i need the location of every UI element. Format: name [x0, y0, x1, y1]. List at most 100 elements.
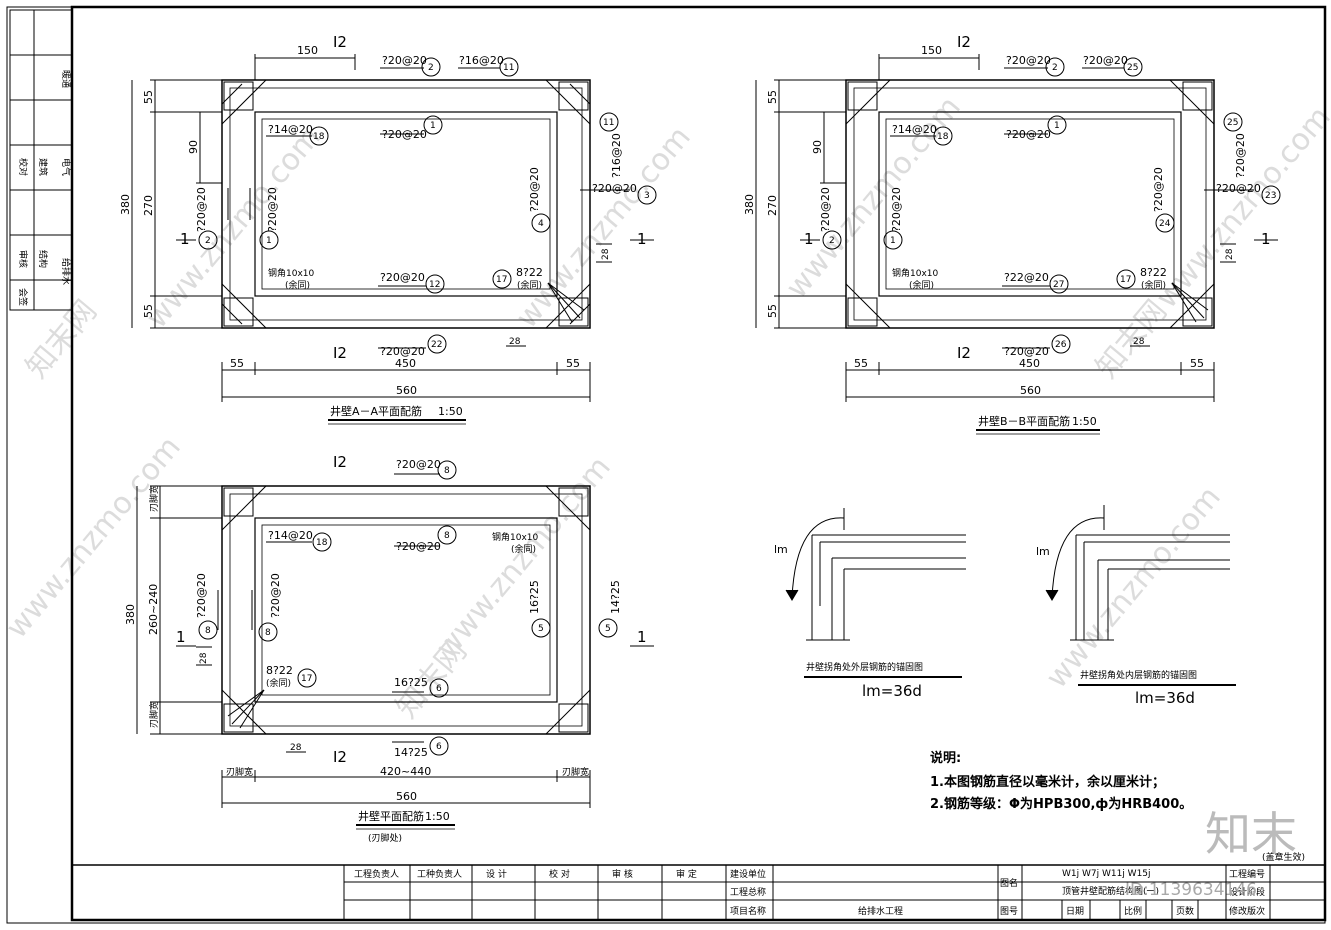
anchor-label: lm [1036, 545, 1050, 558]
rebar-label: ?20@20 [266, 187, 279, 232]
watermark: www.znzmo.com www.znzmo.com www.znzmo.co… [0, 90, 1331, 725]
rebar-label: ?20@20 [1152, 167, 1165, 212]
circle-num: 5 [605, 624, 611, 634]
dim-label: 270 [142, 195, 155, 216]
section-mark: 1 [180, 230, 190, 248]
section-mark: 1 [637, 628, 647, 646]
dim-label: 55 [142, 304, 155, 318]
rebar-label: ?20@20 [380, 345, 425, 358]
dim-label: 55 [766, 304, 779, 318]
rebar-label: ?20@20 [1004, 345, 1049, 358]
dim-label: 55 [566, 357, 580, 370]
rebar-label: (余同) [285, 279, 310, 291]
rebar-label: ?16@20 [610, 133, 623, 178]
plan-a-text: I2 I2 1 1 150 55 270 55 380 90 55 450 55… [119, 33, 650, 418]
tb-header: 工程总称 [730, 886, 766, 898]
circle-num: 11 [603, 118, 614, 128]
rebar-label: ?14@20 [892, 123, 937, 136]
strip-cell: 给排水 [60, 258, 72, 285]
strip-cell: 电气 [60, 158, 72, 176]
circle-num: 27 [1053, 280, 1064, 290]
detail-title: 井壁拐角处外层钢筋的锚固图 [806, 661, 923, 673]
rebar-label: (余同) [909, 279, 934, 291]
tb-header: 工程编号 [1229, 868, 1265, 880]
circle-num: 4 [538, 219, 544, 229]
rebar-label: ?20@20 [1216, 182, 1261, 195]
dim-label: 55 [142, 90, 155, 104]
rebar-label: 钢角10x10 [268, 267, 315, 279]
circle-num: 17 [301, 674, 312, 684]
dim-label: 28 [1225, 248, 1235, 260]
watermark-text: www.znzmo.com [779, 90, 968, 305]
dim-label: 刃脚宽 [148, 701, 160, 728]
circle-num: 2 [829, 236, 835, 246]
circle-num: 3 [644, 191, 650, 201]
dim-label: 260~240 [147, 584, 160, 635]
rebar-label: ?20@20 [269, 573, 282, 618]
rebar-label: ?20@20 [195, 187, 208, 232]
circle-num: 17 [496, 275, 507, 285]
title-block [72, 864, 1325, 920]
dim-label: 150 [921, 44, 942, 57]
plan-b-text: I2 I2 1 1 150 55 270 55 380 90 55 450 55… [743, 33, 1276, 428]
circle-num: 18 [313, 132, 325, 142]
plan-c [136, 460, 654, 808]
plan-a [131, 54, 657, 402]
circle-num: 18 [937, 132, 949, 142]
tb-header: 修改版次 [1229, 905, 1265, 917]
notes-line: 2.钢筋等级：Φ为HPB300,ф为HRB400。 [930, 796, 1192, 812]
rebar-label: 16?25 [528, 580, 541, 614]
circle-num: 2 [1052, 63, 1058, 73]
watermark-text: www.znzmo.com [1149, 100, 1331, 315]
section-mark: I2 [957, 344, 971, 362]
tb-header: 页数 [1176, 905, 1194, 917]
rebar-label: (余同) [266, 677, 291, 689]
rebar-label: ?20@20 [1006, 54, 1051, 67]
circle-num: 1 [430, 121, 436, 131]
plan-subtitle: (刃脚处) [368, 832, 402, 844]
strip-cell: 会签 [17, 288, 29, 306]
watermark-brand: 知末网 [1089, 294, 1174, 385]
title-block-text: 工程负责人 工种负责人 设 计 校 对 审 核 审 定 建设单位 工程总称 项目… [354, 868, 1265, 917]
tb-header: 图名 [1000, 877, 1018, 889]
tb-value: W1j W7j W11j W15j [1062, 869, 1151, 879]
section-mark: I2 [333, 344, 347, 362]
strip-cell: 校对 [17, 158, 29, 176]
dim-label: 560 [396, 790, 417, 803]
rebar-label: ?14@20 [268, 529, 313, 542]
rebar-label: ?20@20 [528, 167, 541, 212]
tb-header: 比例 [1124, 905, 1142, 917]
rebar-label: (余同) [517, 279, 542, 291]
rebar-label: ?20@20 [1083, 54, 1128, 67]
section-mark: I2 [333, 33, 347, 51]
rebar-label: 8?22 [266, 664, 293, 677]
tb-header: 设 计 [486, 868, 507, 880]
dim-label: 55 [1190, 357, 1204, 370]
strip-cell: 暖通 [60, 70, 72, 88]
dim-label: 28 [509, 337, 521, 347]
section-mark: 1 [1261, 230, 1271, 248]
circle-num: 12 [429, 280, 440, 290]
rebar-label: ?14@20 [268, 123, 313, 136]
tb-header: 日期 [1066, 906, 1084, 917]
circle-num: 8 [205, 626, 211, 636]
plan-title: 井壁B－B平面配筋 [978, 414, 1070, 428]
anchor-detail-inner [1045, 505, 1230, 641]
dim-label: 55 [766, 90, 779, 104]
tb-header: 工程负责人 [354, 868, 399, 880]
rebar-label: ?20@20 [380, 271, 425, 284]
watermark-text: www.znzmo.com [1039, 480, 1228, 695]
dim-label: 450 [1019, 357, 1040, 370]
dim-label: 刃脚宽 [148, 485, 160, 512]
rebar-label: ?20@20 [382, 54, 427, 67]
plan-scale: 1:50 [1072, 415, 1097, 428]
rebar-label: ?20@20 [890, 187, 903, 232]
section-mark: 1 [637, 230, 647, 248]
rebar-label: 14?25 [609, 580, 622, 614]
tb-header: 项目名称 [730, 905, 766, 917]
plan-c-text: I2 I2 1 1 380 260~240 刃脚宽 刃脚宽 28 28 刃脚宽 … [124, 453, 647, 844]
dim-label: 380 [124, 604, 137, 625]
tb-value: 顶管井壁配筋结构图(一) [1062, 885, 1159, 897]
dim-label: 28 [601, 248, 611, 260]
